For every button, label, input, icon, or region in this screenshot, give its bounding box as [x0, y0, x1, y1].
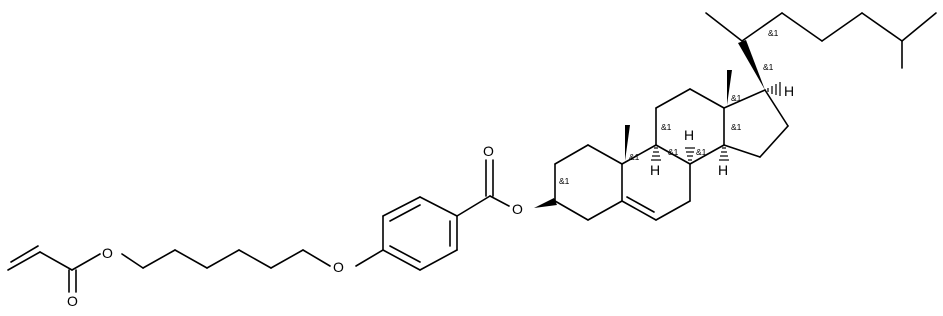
ring-a — [554, 144, 623, 221]
atom-label-h: H — [718, 162, 728, 178]
atom-label-o: O — [102, 245, 113, 261]
atom-label-o: O — [333, 259, 344, 275]
stereo-label: &1 — [559, 176, 570, 186]
ring-c — [655, 88, 725, 165]
atom-label-h: H — [684, 127, 694, 143]
stereo-label: &1 — [763, 62, 774, 72]
atom-label-o: O — [512, 201, 523, 217]
atom-label-h: H — [784, 83, 794, 99]
benzoate-ester — [456, 159, 557, 217]
stereo-label: &1 — [731, 122, 742, 132]
stereo-label: &1 — [661, 122, 672, 132]
atom-label-o: O — [483, 143, 494, 159]
stereo-label: &1 — [768, 28, 779, 38]
stereo-label: &1 — [696, 147, 707, 157]
stereo-label: &1 — [668, 147, 679, 157]
hashed-bonds — [651, 82, 781, 161]
benzene-ring — [355, 196, 458, 271]
stereo-label: &1 — [629, 152, 640, 162]
stereo-label: &1 — [731, 93, 742, 103]
side-chain — [705, 12, 937, 90]
atom-label-o: O — [67, 293, 78, 309]
acrylate-chain — [7, 245, 331, 293]
angular-methyls — [625, 70, 732, 161]
stereo-labels: &1 &1 &1 &1 &1 &1 &1 &1 &1 — [559, 28, 779, 186]
ring-b — [621, 144, 691, 221]
atom-labels: O O O O O H H H H — [67, 83, 794, 309]
ring-d — [723, 89, 789, 158]
atom-label-h: H — [650, 162, 660, 178]
